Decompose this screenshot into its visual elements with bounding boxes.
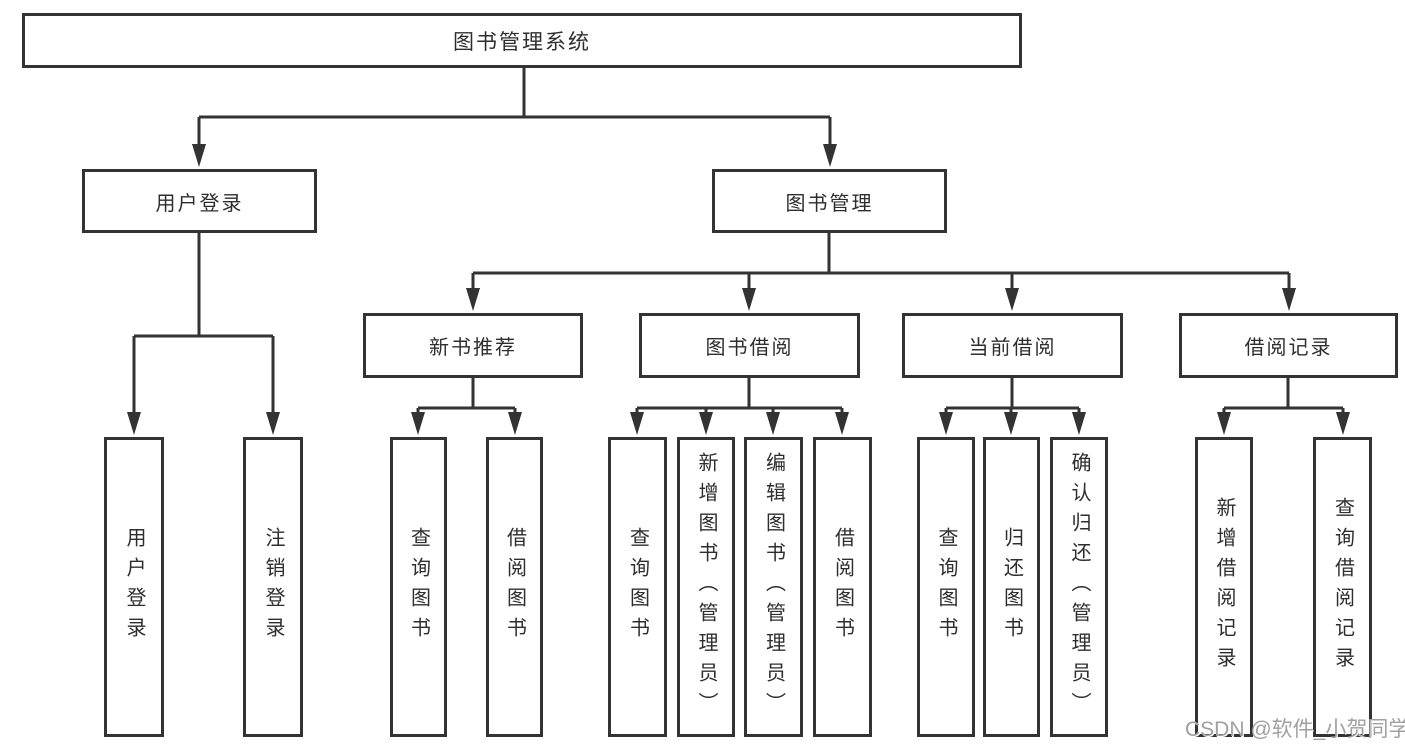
node-leaf-br-query-record: 查询借阅记录 xyxy=(1313,437,1372,737)
node-leaf-rec-borrow-books: 借阅图书 xyxy=(486,437,543,737)
connector-root-to-level2 xyxy=(197,68,832,146)
node-leaf-cb-query-books: 查询图书 xyxy=(917,437,975,737)
node-leaf-br-add-record-label: 新增借阅记录 xyxy=(1213,497,1235,677)
connector-borrow-record-to-children xyxy=(1222,378,1345,414)
node-new-book-recommendation-label: 新书推荐 xyxy=(429,337,517,359)
node-leaf-logout: 注销登录 xyxy=(243,437,303,737)
node-book-management: 图书管理 xyxy=(712,169,947,233)
node-leaf-br-add-record: 新增借阅记录 xyxy=(1195,437,1253,737)
node-leaf-cb-confirm-return-admin: 确认归还（管理员） xyxy=(1050,437,1108,737)
node-leaf-br-query-record-label: 查询借阅记录 xyxy=(1331,497,1354,677)
node-leaf-cb-query-books-label: 查询图书 xyxy=(935,527,957,647)
node-borrowing-records: 借阅记录 xyxy=(1179,313,1398,378)
node-leaf-rec-query-books-label: 查询图书 xyxy=(407,527,430,647)
node-leaf-bb-edit-books-admin: 编辑图书（管理员） xyxy=(744,437,803,737)
node-new-book-recommendation: 新书推荐 xyxy=(363,313,583,378)
node-book-borrowing: 图书借阅 xyxy=(639,313,860,378)
node-library-system-root: 图书管理系统 xyxy=(22,13,1022,68)
node-current-borrowing-label: 当前借阅 xyxy=(968,337,1057,359)
node-borrowing-records-label: 借阅记录 xyxy=(1244,337,1333,359)
node-leaf-bb-query-books: 查询图书 xyxy=(608,437,667,737)
node-book-borrowing-label: 图书借阅 xyxy=(705,337,794,359)
node-leaf-user-login-label: 用户登录 xyxy=(123,527,145,647)
connector-book-mgmt-to-level3 xyxy=(471,233,1291,290)
node-current-borrowing: 当前借阅 xyxy=(902,313,1123,378)
node-leaf-rec-borrow-books-label: 借阅图书 xyxy=(503,527,526,647)
node-leaf-bb-add-books-admin: 新增图书（管理员） xyxy=(677,437,735,737)
node-leaf-user-login: 用户登录 xyxy=(104,437,164,737)
node-user-login: 用户登录 xyxy=(82,169,317,233)
connector-book-borrow-to-children xyxy=(635,378,844,414)
node-leaf-bb-query-books-label: 查询图书 xyxy=(626,527,649,647)
node-leaf-logout-label: 注销登录 xyxy=(262,527,284,647)
node-book-management-label: 图书管理 xyxy=(785,192,874,215)
csdn-watermark: CSDN @软件_小贺同学 xyxy=(1185,718,1405,741)
node-leaf-bb-borrow-books: 借阅图书 xyxy=(813,437,872,737)
node-leaf-bb-add-books-admin-label: 新增图书（管理员） xyxy=(695,452,717,722)
node-leaf-bb-edit-books-admin-label: 编辑图书（管理员） xyxy=(762,452,785,722)
node-leaf-cb-return-books-label: 归还图书 xyxy=(1000,527,1023,647)
node-leaf-rec-query-books: 查询图书 xyxy=(390,437,447,737)
node-leaf-bb-borrow-books-label: 借阅图书 xyxy=(831,527,854,647)
node-leaf-cb-confirm-return-admin-label: 确认归还（管理员） xyxy=(1068,452,1090,722)
node-leaf-cb-return-books: 归还图书 xyxy=(983,437,1040,737)
node-user-login-label: 用户登录 xyxy=(155,192,244,215)
connector-new-book-rec-to-children xyxy=(416,378,517,414)
node-library-system-root-label: 图书管理系统 xyxy=(453,30,591,54)
connector-current-borrow-to-children xyxy=(944,378,1081,414)
connector-user-login-to-children xyxy=(132,233,275,414)
